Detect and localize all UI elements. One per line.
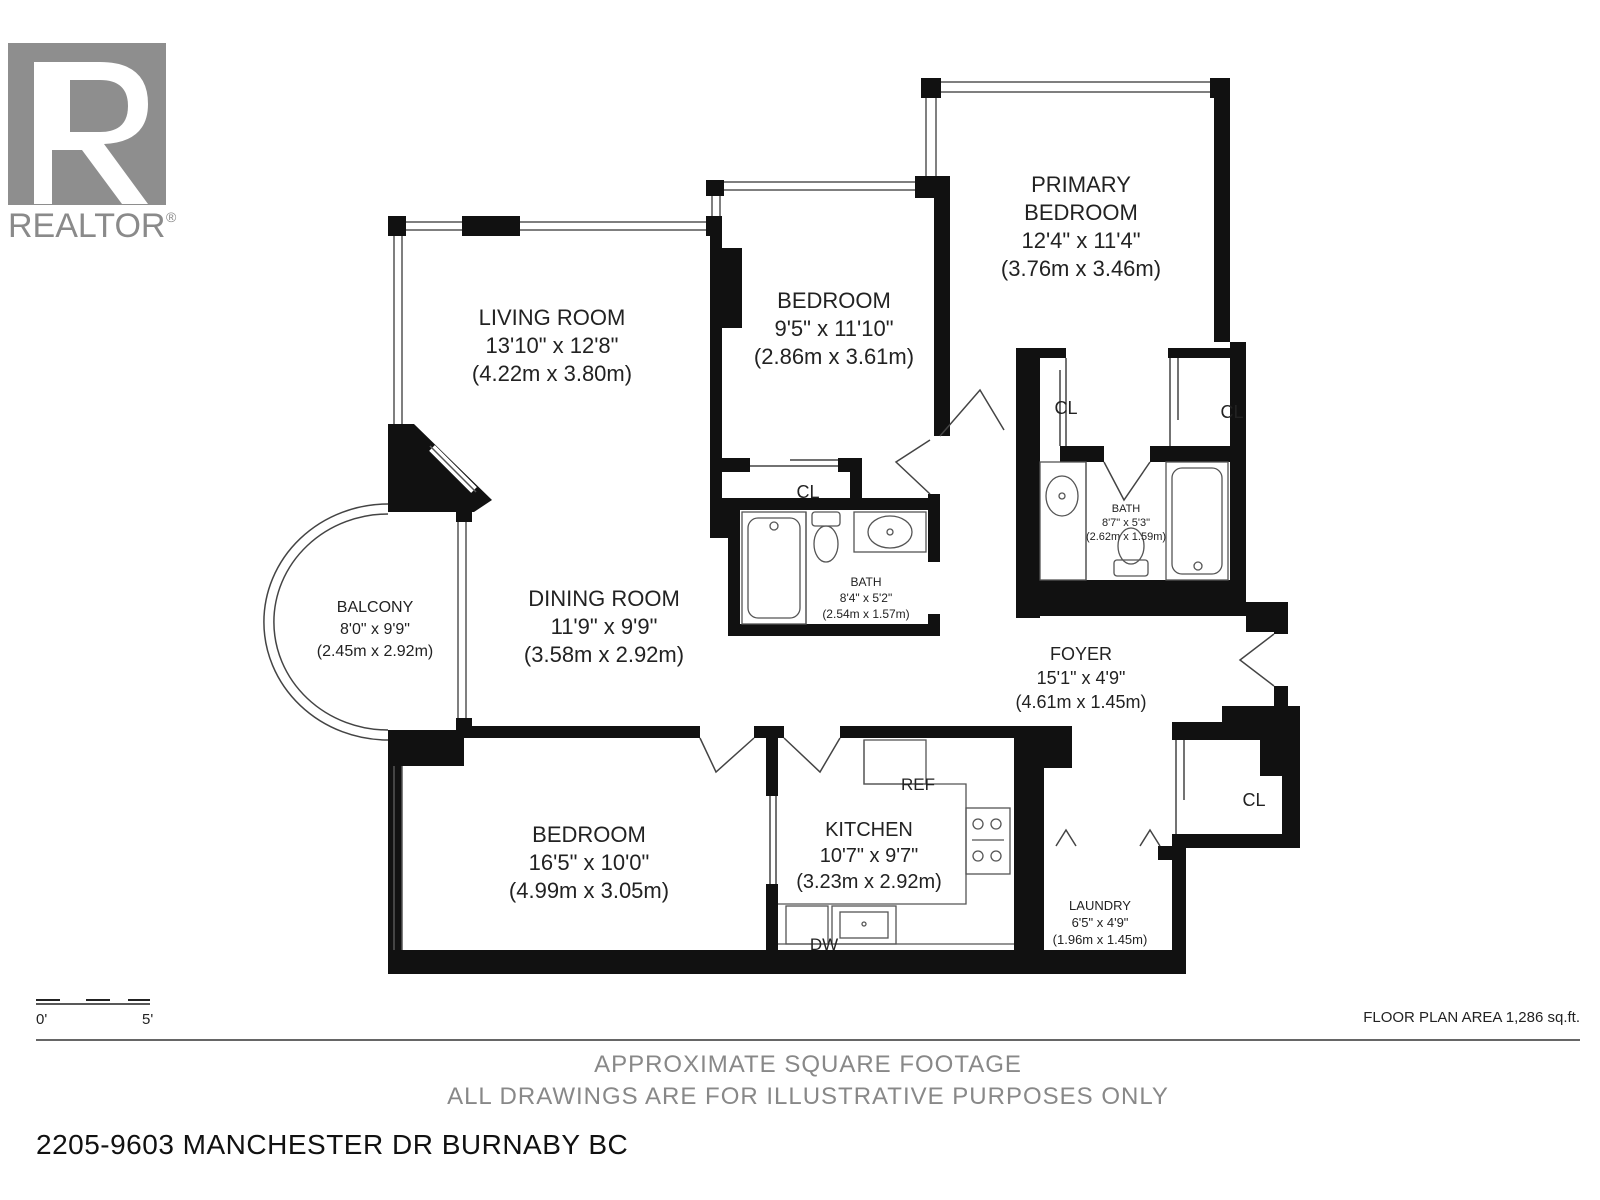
room-foyer-dim-imperial: 15'1" x 4'9" <box>1037 668 1126 688</box>
room-bedroom-bottom-dim-metric: (4.99m x 3.05m) <box>509 878 669 903</box>
room-dining: DINING ROOM 11'9" x 9'9" (3.58m x 2.92m) <box>524 586 684 667</box>
room-bath-left: BATH 8'4" x 5'2" (2.54m x 1.57m) <box>822 575 909 621</box>
scale-end-label: 5' <box>142 1011 153 1028</box>
room-primary-dim-imperial: 12'4" x 11'4" <box>1021 228 1140 253</box>
room-bedroom-bottom-name: BEDROOM <box>532 822 646 847</box>
room-primary: PRIMARY BEDROOM 12'4" x 11'4" (3.76m x 3… <box>1001 172 1161 281</box>
right-sink <box>1039 461 1087 581</box>
room-bedroom-top-dim-imperial: 9'5" x 11'10" <box>774 316 893 341</box>
left-sink <box>853 511 927 553</box>
fixtures <box>741 461 1229 945</box>
room-bedroom-top-name: BEDROOM <box>777 288 891 313</box>
room-balcony-dim-metric: (2.45m x 2.92m) <box>317 643 433 660</box>
room-living-dim-imperial: 13'10" x 12'8" <box>486 333 619 358</box>
balcony-outline <box>263 503 389 741</box>
refrigerator-label: REF <box>901 775 935 794</box>
left-bathtub <box>741 511 807 625</box>
disclaimer-line-2: ALL DRAWINGS ARE FOR ILLUSTRATIVE PURPOS… <box>447 1083 1169 1110</box>
room-bath-right-name: BATH <box>1112 503 1141 515</box>
room-kitchen-dim-metric: (3.23m x 2.92m) <box>796 871 942 893</box>
room-living-name: LIVING ROOM <box>479 305 626 330</box>
room-bath-left-dim-imperial: 8'4" x 5'2" <box>840 591 892 605</box>
room-labels: LIVING ROOM 13'10" x 12'8" (4.22m x 3.80… <box>317 172 1266 954</box>
floor-plan-area: FLOOR PLAN AREA 1,286 sq.ft. <box>1363 1009 1580 1026</box>
room-foyer-name: FOYER <box>1050 644 1112 664</box>
room-balcony-dim-imperial: 8'0" x 9'9" <box>340 621 410 638</box>
room-primary-name-2: BEDROOM <box>1024 200 1138 225</box>
room-laundry-dim-imperial: 6'5" x 4'9" <box>1072 915 1129 930</box>
property-address: 2205-9603 MANCHESTER DR BURNABY BC <box>36 1129 628 1160</box>
room-living-dim-metric: (4.22m x 3.80m) <box>472 361 632 386</box>
disclaimer-line-1: APPROXIMATE SQUARE FOOTAGE <box>594 1051 1022 1078</box>
room-dining-dim-metric: (3.58m x 2.92m) <box>524 642 684 667</box>
room-bedroom-top-dim-metric: (2.86m x 3.61m) <box>754 344 914 369</box>
dishwasher-label: DW <box>810 935 838 954</box>
refrigerator <box>863 739 927 785</box>
room-foyer-dim-metric: (4.61m x 1.45m) <box>1015 692 1146 712</box>
room-bedroom-bottom-dim-imperial: 16'5" x 10'0" <box>529 850 650 875</box>
closet-label-primary-right: CL <box>1220 402 1243 422</box>
room-bath-right: BATH 8'7" x 5'3" (2.62m x 1.59m) <box>1086 503 1166 543</box>
room-living: LIVING ROOM 13'10" x 12'8" (4.22m x 3.80… <box>472 305 632 386</box>
closet-label-bedroom: CL <box>796 482 819 502</box>
room-balcony-name: BALCONY <box>337 599 414 616</box>
scale-start-label: 0' <box>36 1011 47 1028</box>
room-bath-right-dim-metric: (2.62m x 1.59m) <box>1086 531 1166 543</box>
room-foyer: FOYER 15'1" x 4'9" (4.61m x 1.45m) <box>1015 644 1146 712</box>
room-laundry: LAUNDRY 6'5" x 4'9" (1.96m x 1.45m) <box>1053 898 1148 947</box>
scale-bar: 0' 5' <box>36 999 153 1028</box>
stove <box>965 807 1011 875</box>
door-swings <box>699 358 1275 884</box>
realtor-logo: REALTOR ® <box>8 43 177 245</box>
right-bathtub <box>1165 461 1229 581</box>
walls <box>388 78 1300 974</box>
room-kitchen-name: KITCHEN <box>825 819 913 841</box>
room-primary-name-1: PRIMARY <box>1031 172 1131 197</box>
windows <box>393 81 1210 950</box>
room-bedroom-bottom: BEDROOM 16'5" x 10'0" (4.99m x 3.05m) <box>509 822 669 903</box>
right-toilet <box>1113 559 1149 577</box>
room-dining-dim-imperial: 11'9" x 9'9" <box>551 614 658 639</box>
room-laundry-name: LAUNDRY <box>1069 898 1131 913</box>
closet-label-foyer: CL <box>1242 790 1265 810</box>
room-primary-dim-metric: (3.76m x 3.46m) <box>1001 256 1161 281</box>
left-toilet <box>811 511 841 527</box>
realtor-logo-text: REALTOR <box>8 207 165 245</box>
room-dining-name: DINING ROOM <box>528 586 680 611</box>
room-bath-left-dim-metric: (2.54m x 1.57m) <box>822 607 909 621</box>
room-bedroom-top: BEDROOM 9'5" x 11'10" (2.86m x 3.61m) <box>754 288 914 369</box>
closet-label-primary-left: CL <box>1054 398 1077 418</box>
registered-mark: ® <box>166 209 177 225</box>
room-bath-left-name: BATH <box>850 575 881 589</box>
room-balcony: BALCONY 8'0" x 9'9" (2.45m x 2.92m) <box>317 599 433 660</box>
room-kitchen-dim-imperial: 10'7" x 9'7" <box>820 845 919 867</box>
room-bath-right-dim-imperial: 8'7" x 5'3" <box>1102 517 1150 529</box>
room-kitchen: KITCHEN 10'7" x 9'7" (3.23m x 2.92m) <box>796 819 942 893</box>
room-laundry-dim-metric: (1.96m x 1.45m) <box>1053 932 1148 947</box>
